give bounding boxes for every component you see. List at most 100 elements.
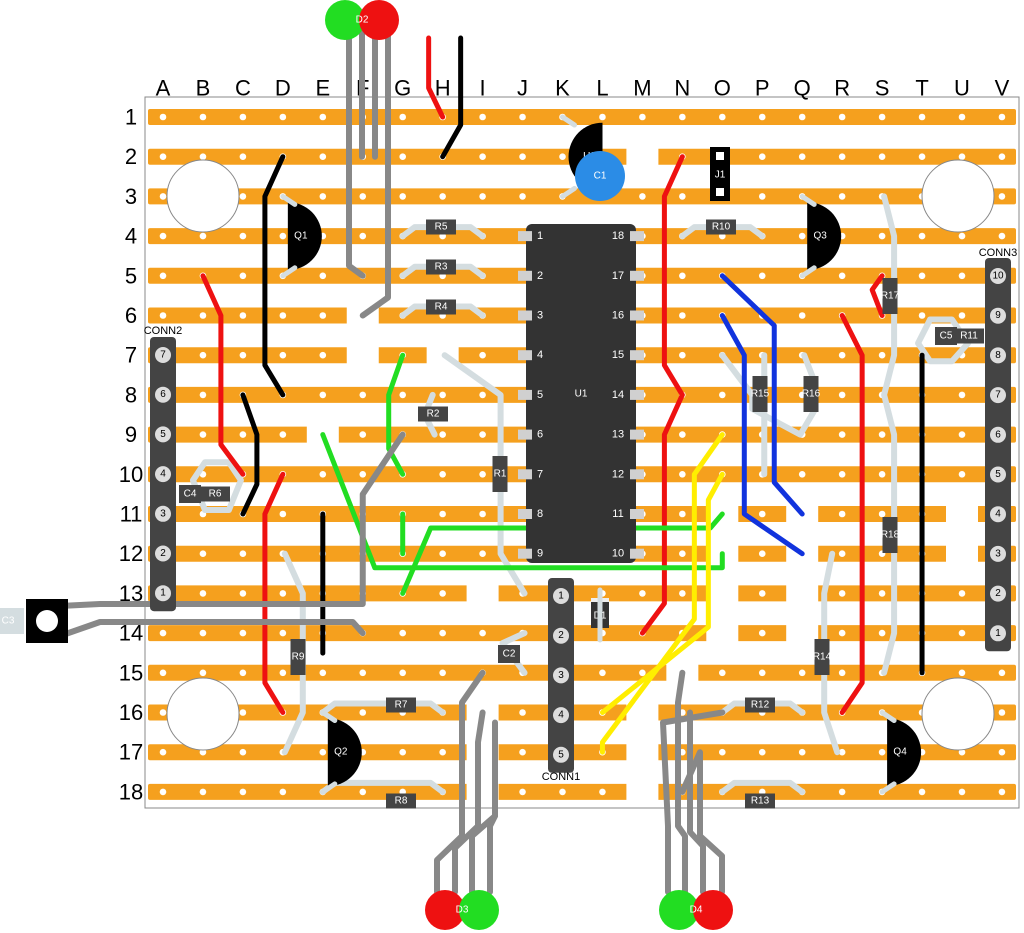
transistor-lead	[879, 781, 897, 795]
hole	[199, 351, 207, 359]
hole	[758, 193, 766, 200]
connector-pin	[990, 506, 1006, 523]
connector-pin-number: 3	[160, 508, 166, 519]
capacitor-c3: C3	[2, 616, 15, 627]
ic-pin-number: 14	[612, 389, 624, 401]
led-lead	[452, 709, 486, 895]
ic-label: U1	[575, 389, 588, 400]
hole	[838, 431, 846, 438]
connector-pin-number: 3	[558, 670, 564, 681]
hole	[838, 669, 846, 677]
hole	[519, 193, 526, 200]
capacitor-label: C5	[940, 331, 953, 342]
led-label: D3	[456, 905, 469, 916]
hole	[159, 272, 167, 280]
connector-pin	[155, 585, 171, 602]
connector-pin-number: 2	[995, 588, 1001, 599]
hole	[239, 669, 247, 677]
column-label: N	[674, 76, 690, 101]
resistor-lead	[881, 193, 898, 676]
hole	[399, 391, 407, 399]
hole	[239, 431, 247, 438]
hole	[878, 510, 886, 518]
connector-pin-number: 9	[995, 310, 1001, 321]
track-cut	[786, 623, 819, 644]
track-cut	[626, 702, 659, 723]
hole	[958, 669, 966, 677]
hole	[319, 748, 327, 756]
switch-button[interactable]	[36, 610, 58, 632]
hole	[918, 272, 926, 280]
hole	[679, 431, 686, 438]
hole	[519, 709, 526, 716]
ic-pin	[630, 231, 644, 242]
resistor-label: R6	[209, 489, 222, 500]
ic-pin	[630, 509, 644, 519]
hole	[559, 788, 566, 796]
jumper-j1: J1	[710, 147, 730, 201]
transistor-label: Q3	[814, 231, 828, 242]
track-cut	[626, 781, 659, 802]
column-label: Q	[794, 76, 811, 101]
column-label: L	[596, 76, 608, 101]
red-wire	[639, 154, 685, 636]
led-label: D2	[356, 15, 369, 26]
hole	[159, 193, 167, 200]
hole	[479, 193, 486, 200]
hole	[319, 153, 327, 160]
connector-pin	[155, 426, 171, 443]
hole	[239, 748, 247, 756]
hole	[239, 351, 247, 359]
capacitor-body	[0, 608, 24, 634]
connector-pin	[553, 667, 569, 684]
resistor-r5: R5	[426, 219, 456, 235]
resistor-label: R12	[751, 700, 770, 711]
hole	[918, 113, 926, 121]
connector-pin	[553, 627, 569, 644]
resistor-r15: R15	[751, 376, 770, 412]
resistor-r2: R2	[418, 406, 448, 422]
capacitor-c4: C4	[179, 485, 201, 503]
led-half	[325, 0, 365, 40]
row-label: 6	[125, 303, 137, 328]
connector-pin-number: 5	[160, 429, 166, 440]
copper-strip	[148, 188, 1016, 205]
ic-pin-number: 18	[612, 230, 624, 242]
ic-pin-number: 1	[537, 230, 543, 242]
hole	[998, 153, 1006, 160]
hole	[878, 431, 886, 438]
track-cut	[626, 146, 659, 167]
hole	[918, 788, 926, 796]
hole	[958, 391, 966, 399]
resistor-r8: R8	[386, 793, 416, 809]
ic-pin-number: 15	[612, 349, 624, 361]
hole	[958, 471, 966, 478]
connector-pin	[553, 707, 569, 724]
connector-pin-number: 10	[992, 271, 1004, 282]
hole	[319, 113, 327, 121]
hole	[838, 550, 846, 557]
hole	[798, 312, 806, 319]
column-label: P	[755, 76, 770, 101]
transistor-body	[807, 202, 842, 271]
column-label: D	[275, 76, 291, 101]
hole	[439, 669, 446, 677]
hole	[239, 193, 247, 200]
resistor-label: R5	[435, 222, 448, 233]
hole	[199, 312, 207, 319]
hole	[439, 590, 446, 597]
hole	[798, 748, 806, 756]
ic-pin	[518, 469, 532, 480]
transistor-lead	[799, 193, 817, 207]
resistor-body	[882, 517, 898, 553]
hole	[639, 113, 646, 121]
connector-pin-number: 2	[160, 548, 166, 559]
hole	[319, 193, 327, 200]
ic-pin	[518, 429, 532, 440]
mounting-hole	[921, 159, 995, 233]
led-lead	[487, 813, 498, 895]
led-lead	[359, 27, 391, 319]
connector-label: CONN1	[542, 771, 581, 783]
